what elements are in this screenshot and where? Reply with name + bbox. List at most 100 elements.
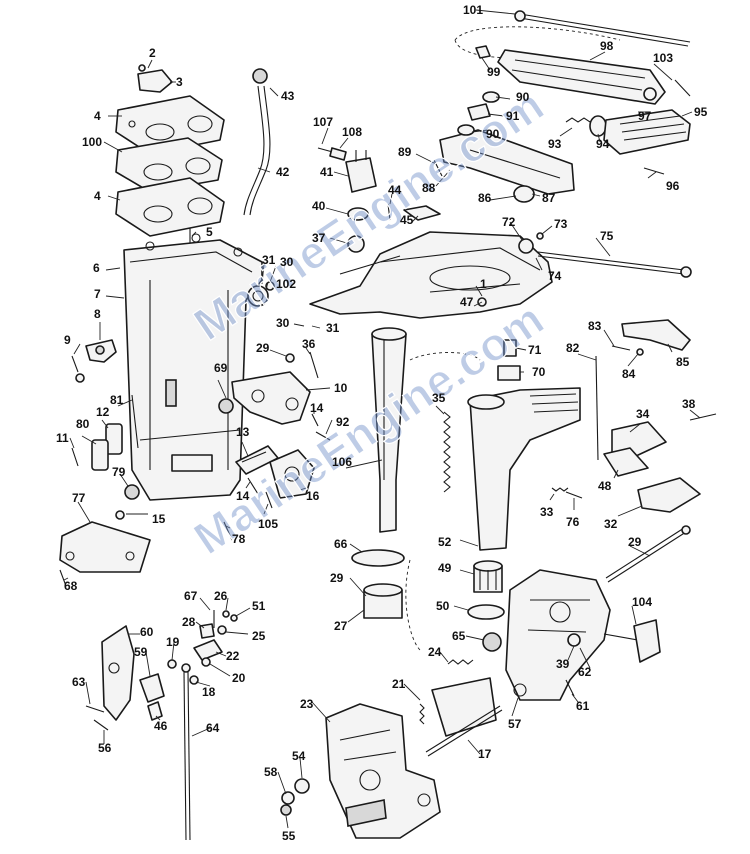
callout-108: 108 — [342, 125, 362, 139]
part-95-grip — [603, 109, 691, 155]
part-59-spring — [447, 659, 474, 665]
callout-30: 30 — [280, 255, 294, 269]
callout-27: 27 — [334, 619, 348, 633]
callout-30: 30 — [276, 316, 290, 330]
callout-49: 49 — [438, 561, 452, 575]
callout-12: 12 — [96, 405, 110, 419]
callout-37: 37 — [312, 231, 326, 245]
callout-74: 74 — [548, 269, 562, 283]
callout-87: 87 — [542, 191, 556, 205]
part-21-pin — [147, 701, 163, 721]
callout-98: 98 — [600, 39, 614, 53]
part-42-tube — [243, 68, 271, 216]
part-90-washer-b — [457, 124, 475, 136]
callout-99: 99 — [487, 65, 501, 79]
part-11-plate — [105, 423, 123, 455]
part-4-gasket-lower — [115, 177, 225, 237]
part-60-knob — [482, 632, 502, 652]
callout-52: 52 — [438, 535, 452, 549]
callout-70: 70 — [532, 365, 546, 379]
part-45-clip — [403, 205, 441, 221]
callout-101: 101 — [463, 3, 483, 17]
callout-69: 69 — [214, 361, 228, 375]
callout-8: 8 — [94, 307, 101, 321]
parts-layer — [59, 10, 717, 841]
part-65-clamp-screw — [603, 619, 661, 663]
callout-86: 86 — [478, 191, 492, 205]
callout-4: 4 — [94, 189, 101, 203]
part-44-screw — [387, 203, 391, 221]
dashed-path-top — [454, 26, 621, 59]
callout-35: 35 — [432, 391, 446, 405]
callout-31: 31 — [262, 253, 276, 267]
callout-76: 76 — [566, 515, 580, 529]
part-79-lever — [603, 447, 649, 477]
part-72-nut — [518, 238, 534, 254]
part-19-lever — [101, 625, 135, 721]
callout-79: 79 — [112, 465, 126, 479]
callout-29: 29 — [256, 341, 270, 355]
part-3-plate — [137, 64, 173, 93]
callout-58: 58 — [264, 765, 278, 779]
callout-46: 46 — [154, 719, 168, 733]
leader-lines — [63, 9, 701, 829]
callout-3: 3 — [176, 75, 183, 89]
part-91-bushing — [467, 103, 491, 121]
part-50-bushing — [363, 583, 403, 619]
callout-22: 22 — [226, 649, 240, 663]
part-105-washer — [115, 510, 125, 520]
callout-45: 45 — [400, 213, 414, 227]
callout-72: 72 — [502, 215, 516, 229]
part-15-cover — [59, 521, 151, 573]
callout-107: 107 — [313, 115, 333, 129]
callout-83: 83 — [588, 319, 602, 333]
callout-61: 61 — [576, 699, 590, 713]
callout-48: 48 — [598, 479, 612, 493]
callout-16: 16 — [306, 489, 320, 503]
callout-9: 9 — [64, 333, 71, 347]
callout-39: 39 — [556, 657, 570, 671]
part-75-rod — [537, 251, 692, 278]
part-57-spring — [419, 703, 425, 725]
callout-102: 102 — [276, 277, 296, 291]
part-9-screw — [71, 355, 79, 373]
callout-17: 17 — [478, 747, 492, 761]
callout-40: 40 — [312, 199, 326, 213]
part-68-tube — [467, 387, 581, 551]
part-84-washer — [636, 348, 644, 356]
part-82-rod — [595, 355, 599, 461]
callout-77: 77 — [72, 491, 86, 505]
callout-29: 29 — [628, 535, 642, 549]
part-80-lever — [611, 421, 667, 457]
part-29-screw-c — [285, 353, 295, 363]
part-10-washer — [75, 373, 85, 383]
callout-88: 88 — [422, 181, 436, 195]
callout-105: 105 — [258, 517, 278, 531]
part-55-washer — [294, 778, 310, 794]
part-98-bracket — [497, 49, 666, 105]
callout-51: 51 — [252, 599, 266, 613]
part-70-bushing — [497, 365, 521, 381]
callout-2: 2 — [149, 46, 156, 60]
callout-82: 82 — [566, 341, 580, 355]
callout-93: 93 — [548, 137, 562, 151]
part-58-bracket — [425, 677, 503, 757]
callout-44: 44 — [388, 183, 402, 197]
part-13-screw — [71, 447, 79, 467]
part-24-link — [193, 639, 223, 661]
callout-4: 4 — [94, 109, 101, 123]
callout-96: 96 — [666, 179, 680, 193]
part-7-exhaust-housing — [123, 233, 263, 501]
callout-47: 47 — [460, 295, 474, 309]
part-53-nut — [280, 804, 292, 816]
callout-7: 7 — [94, 287, 101, 301]
part-104-nut — [217, 625, 227, 635]
part-32-screw — [265, 491, 273, 509]
part-29-screw-b — [223, 521, 233, 541]
callout-1: 1 — [480, 277, 487, 291]
callout-28: 28 — [182, 615, 196, 629]
part-12-plate — [91, 439, 109, 471]
part-52-bushing — [473, 560, 503, 593]
part-56-clamp-bracket — [325, 703, 441, 839]
callout-73: 73 — [554, 217, 568, 231]
